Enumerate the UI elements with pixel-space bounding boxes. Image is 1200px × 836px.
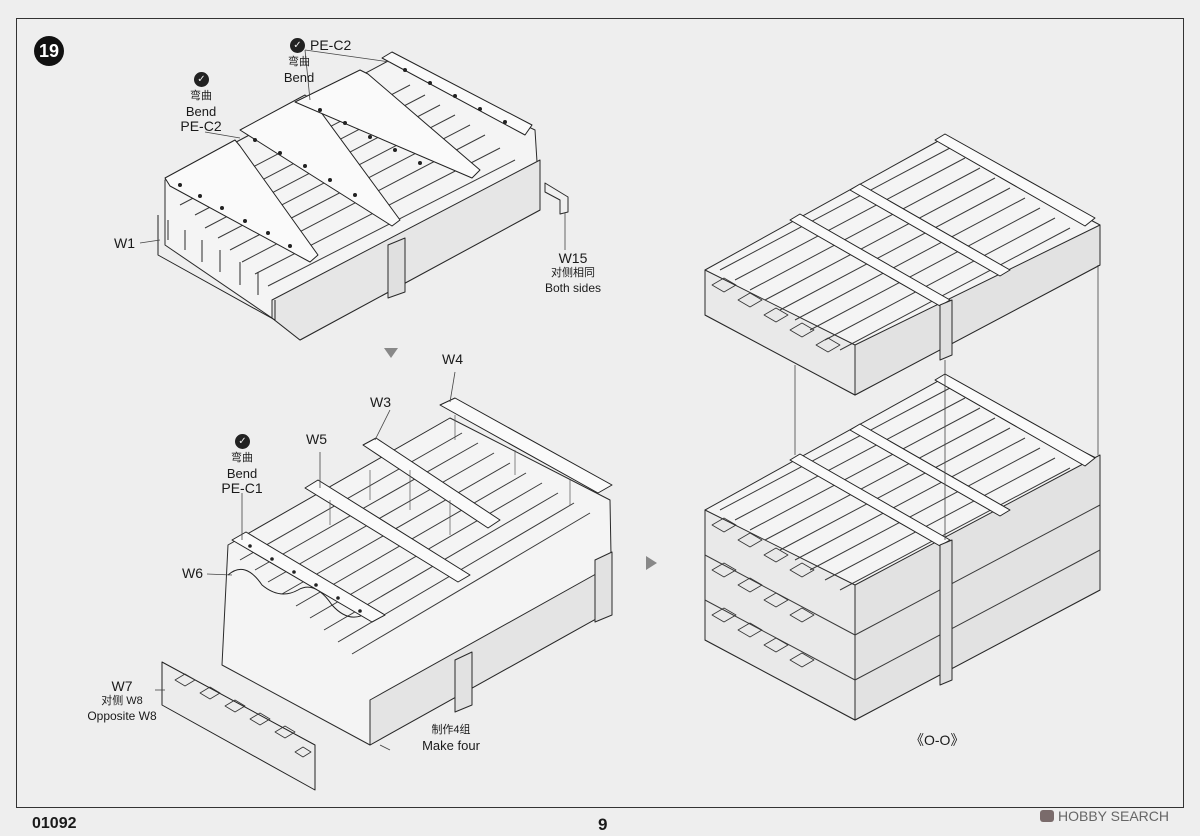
- callout-pe-c1-cn: 弯曲: [231, 452, 253, 464]
- right-exploded-assembly: [704, 133, 1101, 721]
- callout-w4: W4: [442, 351, 463, 367]
- callout-w3: W3: [370, 394, 391, 410]
- arrow-right-icon: [646, 556, 657, 570]
- watermark: HOBBY SEARCH: [1040, 808, 1169, 824]
- callout-w7: W7 对侧 W8 Opposite W8: [84, 679, 160, 724]
- step-number-badge: 19: [34, 36, 64, 66]
- upper-left-assembly: [139, 49, 569, 341]
- product-code: 01092: [32, 815, 77, 832]
- callout-pe-c2-top-part: PE-C2: [310, 37, 352, 53]
- callout-make-four: 制作4组 Make four: [420, 723, 482, 753]
- callout-pe-c2-left-en: Bend: [185, 104, 217, 119]
- callout-pe-c2-left-part: PE-C2: [180, 118, 222, 134]
- callout-pe-c2-top-text: 弯曲 Bend: [282, 55, 316, 85]
- callout-w6: W6: [182, 565, 203, 581]
- bend-icon: ✓: [194, 72, 209, 87]
- callout-w7-en: Opposite W8: [87, 709, 157, 723]
- callout-pe-c2-left: 弯曲 Bend PE-C2: [176, 89, 226, 134]
- page-frame: [16, 18, 1184, 808]
- callout-w1: W1: [114, 235, 135, 251]
- callout-make-four-cn: 制作4组: [431, 724, 471, 736]
- callout-w15-cn: 对侧相同: [551, 267, 595, 279]
- callout-w15-en: Both sides: [544, 281, 602, 295]
- callout-pe-c2-top-en: Bend: [283, 70, 315, 85]
- bend-icon: ✓: [290, 38, 305, 53]
- view-label: 《O-O》: [910, 732, 965, 748]
- callout-make-four-en: Make four: [422, 738, 480, 753]
- callout-w15-part: W15: [558, 250, 588, 266]
- callout-pe-c1-en: Bend: [226, 466, 258, 481]
- callout-w15: W15 对侧相同 Both sides: [540, 251, 606, 296]
- callout-pe-c2-top-cn: 弯曲: [288, 56, 310, 68]
- bend-icon: ✓: [235, 434, 250, 449]
- callout-pe-c1: 弯曲 Bend PE-C1: [217, 451, 267, 496]
- callout-pe-c2-left-cn: 弯曲: [190, 90, 212, 102]
- page-number: 9: [598, 815, 608, 834]
- callout-w5: W5: [306, 431, 327, 447]
- hobby-search-logo-icon: [1040, 810, 1054, 822]
- callout-pe-c1-part: PE-C1: [221, 480, 263, 496]
- arrow-down-icon: [384, 348, 398, 358]
- watermark-text: HOBBY SEARCH: [1058, 808, 1169, 824]
- lower-left-assembly: [155, 371, 613, 791]
- callout-w7-part: W7: [111, 678, 133, 694]
- callout-w7-cn: 对侧 W8: [101, 695, 143, 707]
